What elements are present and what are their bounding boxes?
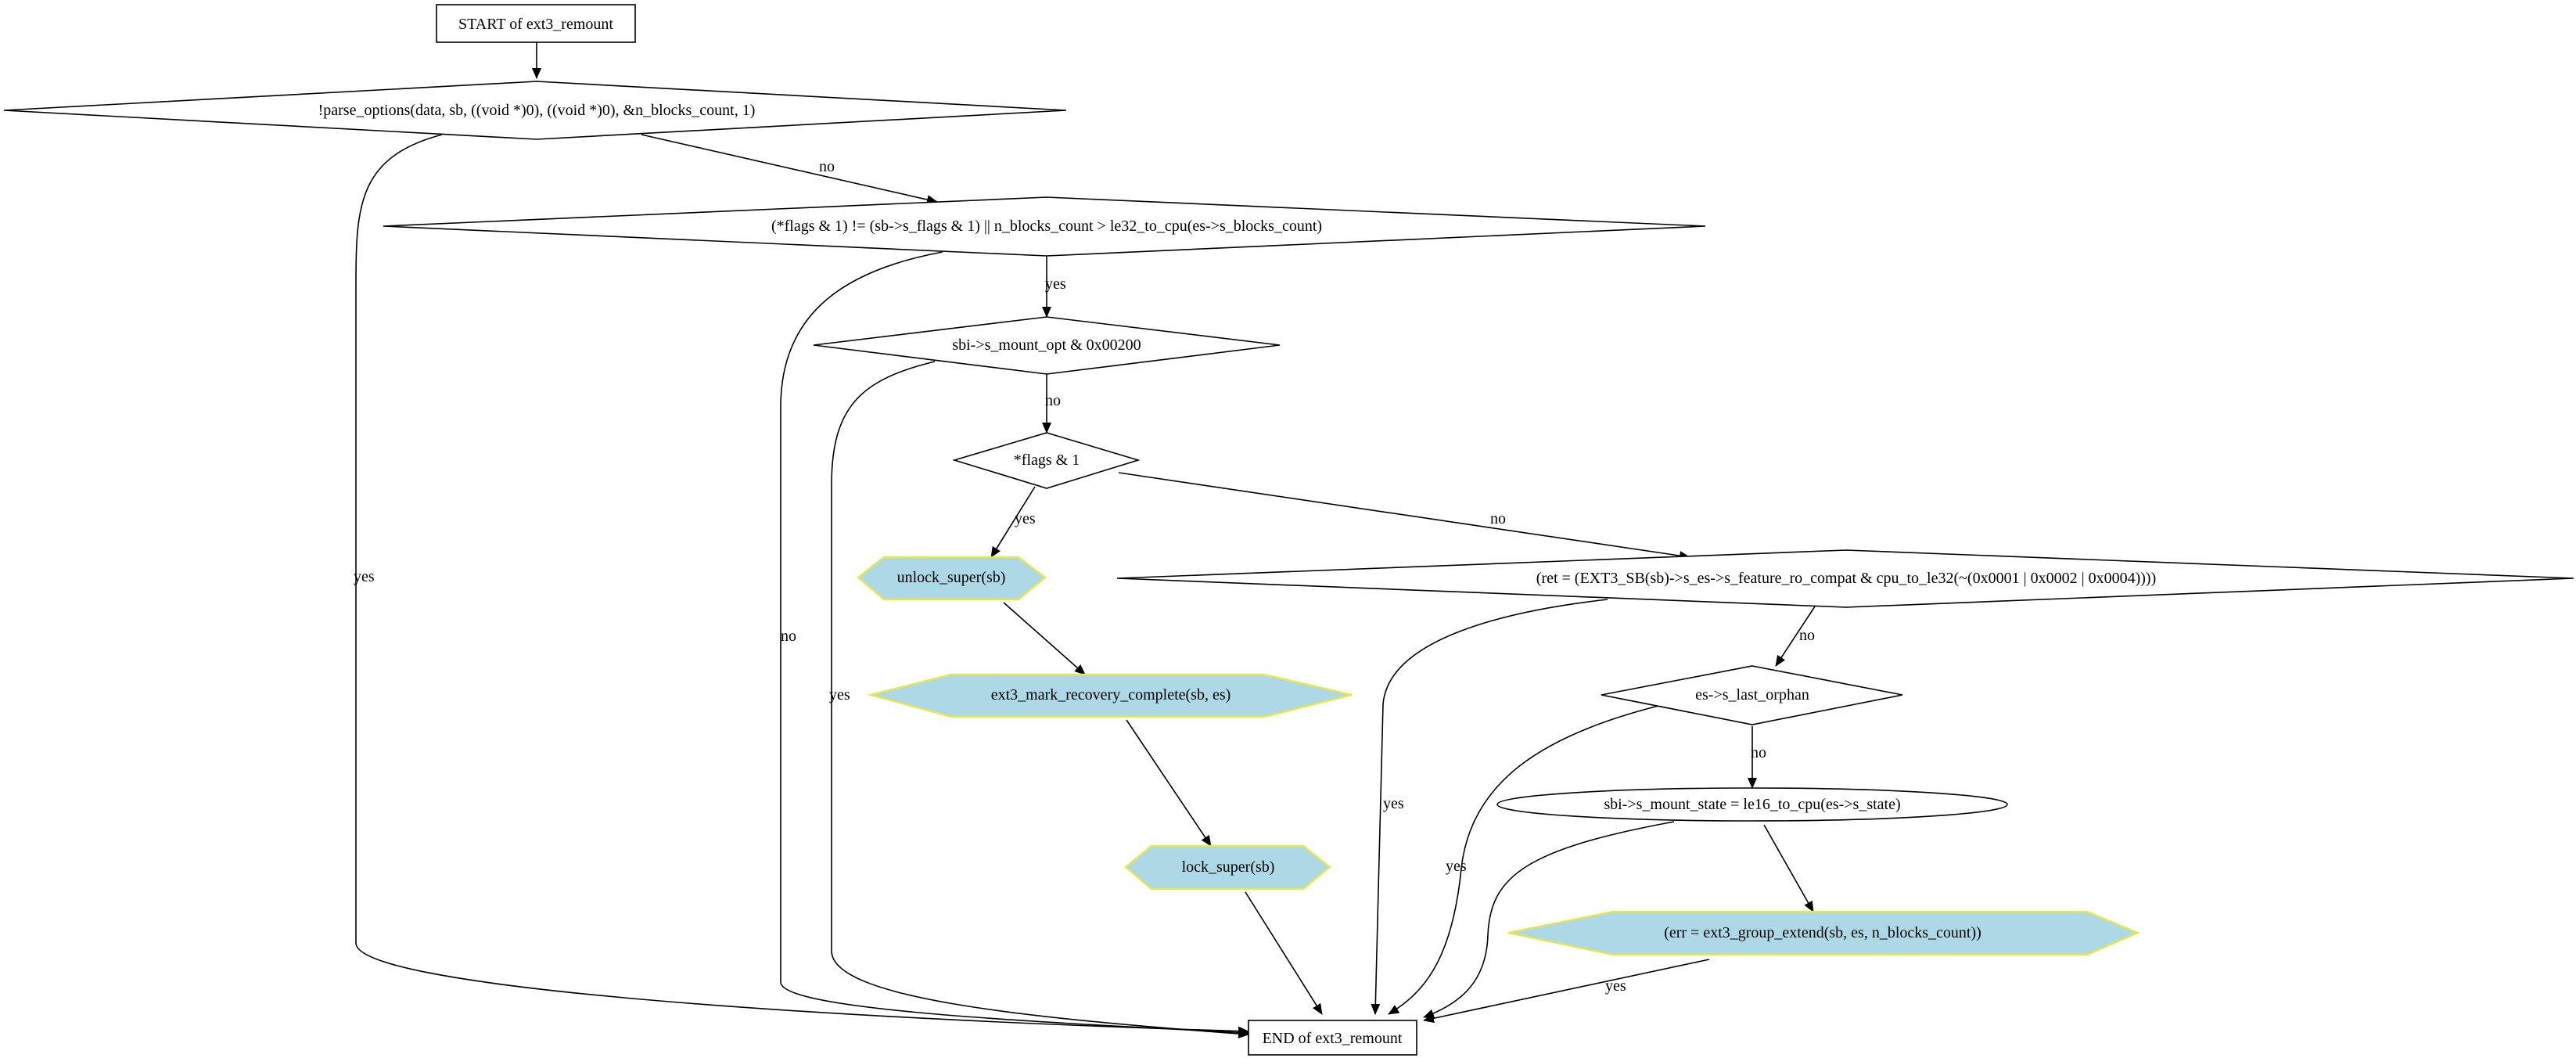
label-mountopt-no: no [1045, 392, 1061, 409]
node-mark-recovery: ext3_mark_recovery_complete(sb, es) [867, 673, 1353, 718]
label-mountopt-yes: yes [829, 686, 850, 704]
svg-text:unlock_super(sb): unlock_super(sb) [897, 569, 1006, 586]
svg-text:END of ext3_remount: END of ext3_remount [1263, 1030, 1403, 1047]
edge-flags1-ret-no [1118, 472, 1690, 561]
node-start: START of ext3_remount [436, 4, 636, 43]
svg-text:es->s_last_orphan: es->s_last_orphan [1695, 686, 1809, 704]
svg-text:START of ext3_remount: START of ext3_remount [458, 16, 613, 33]
label-ret-no: no [1799, 627, 1815, 644]
edge-parse-end-yes [355, 134, 1249, 1036]
edges [355, 42, 1816, 1039]
label-flagscmp-yes: yes [1045, 275, 1066, 293]
svg-text:(*flags & 1) != (sb->s_flags &: (*flags & 1) != (sb->s_flags & 1) || n_b… [771, 218, 1322, 235]
svg-text:ext3_mark_recovery_complete(sb: ext3_mark_recovery_complete(sb, es) [991, 686, 1231, 704]
svg-text:(err = ext3_group_extend(sb, e: (err = ext3_group_extend(sb, es, n_block… [1664, 924, 1981, 941]
node-parse-options: !parse_options(data, sb, ((void *)0), ((… [3, 81, 1067, 140]
svg-text:sbi->s_mount_opt & 0x00200: sbi->s_mount_opt & 0x00200 [952, 336, 1141, 354]
node-mount-state: sbi->s_mount_state = le16_to_cpu(es->s_s… [1496, 787, 2008, 822]
svg-text:(ret = (EXT3_SB(sb)->s_es->s_f: (ret = (EXT3_SB(sb)->s_es->s_feature_ro_… [1536, 570, 2157, 587]
edge-ret-end-yes [1371, 599, 1608, 1015]
node-unlock-super: unlock_super(sb) [857, 556, 1047, 601]
edge-mountstate-groupextend [1763, 824, 1814, 912]
label-flagscmp-no: no [781, 628, 796, 645]
edge-labels: yes no no yes no yes yes no yes no yes n… [354, 158, 1815, 995]
node-mount-opt: sbi->s_mount_opt & 0x00200 [813, 316, 1281, 375]
edge-flags1-unlock-yes [990, 486, 1036, 558]
edge-groupextend-end-yes [1423, 959, 1710, 1024]
node-ret-feature: (ret = (EXT3_SB(sb)->s_es->s_feature_ro_… [1116, 549, 2574, 608]
label-parse-no: no [819, 158, 835, 175]
label-orphan-yes: yes [1446, 858, 1467, 875]
node-end: END of ext3_remount [1248, 1020, 1417, 1056]
edge-mark-lock [1126, 719, 1212, 847]
edge-lock-end [1245, 891, 1323, 1015]
node-flags-and-1: *flags & 1 [952, 432, 1141, 489]
edge-mountopt-end-yes [831, 361, 1249, 1039]
node-lock-super: lock_super(sb) [1124, 844, 1331, 891]
label-flags1-yes: yes [1015, 510, 1036, 527]
node-flags-compare: (*flags & 1) != (sb->s_flags & 1) || n_b… [383, 196, 1706, 257]
edge-mountstate-end [1423, 821, 1675, 1019]
node-group-extend: (err = ext3_group_extend(sb, es, n_block… [1507, 910, 2141, 956]
edge-orphan-end-yes [1388, 705, 1659, 1015]
label-flags1-no: no [1490, 510, 1506, 527]
label-groupextend-yes: yes [1605, 977, 1626, 995]
svg-text:*flags & 1: *flags & 1 [1014, 452, 1080, 469]
label-ret-yes: yes [1383, 795, 1404, 812]
edge-unlock-mark [1003, 602, 1086, 675]
node-last-orphan: es->s_last_orphan [1601, 665, 1903, 725]
label-orphan-no: no [1751, 744, 1766, 761]
nodes: START of ext3_remount !parse_options(dat… [3, 4, 2574, 1056]
svg-text:!parse_options(data, sb, ((voi: !parse_options(data, sb, ((void *)0), ((… [318, 102, 756, 119]
svg-text:sbi->s_mount_state = le16_to_c: sbi->s_mount_state = le16_to_cpu(es->s_s… [1604, 796, 1900, 813]
edge-flagscmp-end-no [780, 251, 1249, 1038]
label-parse-yes: yes [354, 568, 375, 585]
svg-text:lock_super(sb): lock_super(sb) [1182, 858, 1275, 876]
edge-ret-orphan-no [1775, 606, 1816, 667]
edge-parse-flagscmp-no [641, 134, 938, 204]
